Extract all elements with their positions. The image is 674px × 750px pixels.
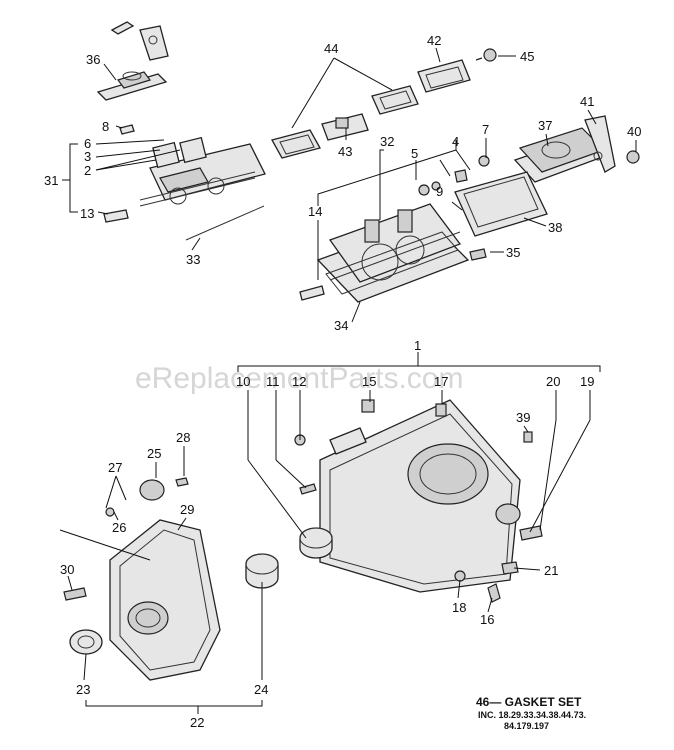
note-line-2: 84.179.197 <box>504 721 549 731</box>
callout-25: 25 <box>147 446 161 461</box>
callout-38: 38 <box>548 220 562 235</box>
callout-17: 17 <box>434 374 448 389</box>
callout-7: 7 <box>482 122 489 137</box>
callout-27: 27 <box>108 460 122 475</box>
callout-19: 19 <box>580 374 594 389</box>
callout-6: 6 <box>84 136 91 151</box>
callout-10: 10 <box>236 374 250 389</box>
callout-20: 20 <box>546 374 560 389</box>
callout-34: 34 <box>334 318 348 333</box>
callout-45: 45 <box>520 49 534 64</box>
callout-29: 29 <box>180 502 194 517</box>
callout-9: 9 <box>436 184 443 199</box>
callout-28: 28 <box>176 430 190 445</box>
callout-36: 36 <box>86 52 100 67</box>
callout-30: 30 <box>60 562 74 577</box>
callout-39: 39 <box>516 410 530 425</box>
callout-40: 40 <box>627 124 641 139</box>
callout-23: 23 <box>76 682 90 697</box>
callout-33: 33 <box>186 252 200 267</box>
note-title: 46— GASKET SET <box>476 695 582 709</box>
callout-13: 13 <box>80 206 94 221</box>
callout-22: 22 <box>190 715 204 730</box>
part-32-cylinder-head <box>299 169 470 303</box>
watermark: eReplacementParts.com <box>135 362 463 395</box>
callout-21: 21 <box>544 563 558 578</box>
part-44-gaskets-group <box>271 48 497 159</box>
callout-18: 18 <box>452 600 466 615</box>
callout-11: 11 <box>266 374 280 389</box>
part-1-crankcase <box>294 399 543 603</box>
callout-14: 14 <box>308 204 322 219</box>
callout-12: 12 <box>292 374 306 389</box>
part-24-bushing <box>245 527 333 589</box>
callout-26: 26 <box>112 520 126 535</box>
callout-4: 4 <box>452 134 459 149</box>
callout-41: 41 <box>580 94 594 109</box>
note-line-1: INC. 18.29.33.34.38.44.73. <box>478 710 586 720</box>
callout-15: 15 <box>362 374 376 389</box>
part-29-side-cover <box>63 477 221 681</box>
part-31-valve-assembly <box>103 136 266 241</box>
callout-42: 42 <box>427 33 441 48</box>
callout-1: 1 <box>414 338 421 353</box>
callout-43: 43 <box>338 144 352 159</box>
callout-44: 44 <box>324 41 338 56</box>
part-36-bracket-group <box>96 21 169 135</box>
part-37-cylinder-head-cover <box>454 115 640 261</box>
callout-5: 5 <box>411 146 418 161</box>
callout-numbers: 36 8 6 3 2 31 13 33 44 42 45 43 41 37 40… <box>44 33 641 730</box>
callout-16: 16 <box>480 612 494 627</box>
callout-37: 37 <box>538 118 552 133</box>
callout-8: 8 <box>102 119 109 134</box>
callout-31: 31 <box>44 173 58 188</box>
callout-32: 32 <box>380 134 394 149</box>
leader-lines <box>59 47 637 714</box>
callout-35: 35 <box>506 245 520 260</box>
callout-3: 3 <box>84 149 91 164</box>
gasket-set-note: 46— GASKET SET INC. 18.29.33.34.38.44.73… <box>476 695 586 731</box>
callout-2: 2 <box>84 163 91 178</box>
callout-24: 24 <box>254 682 268 697</box>
